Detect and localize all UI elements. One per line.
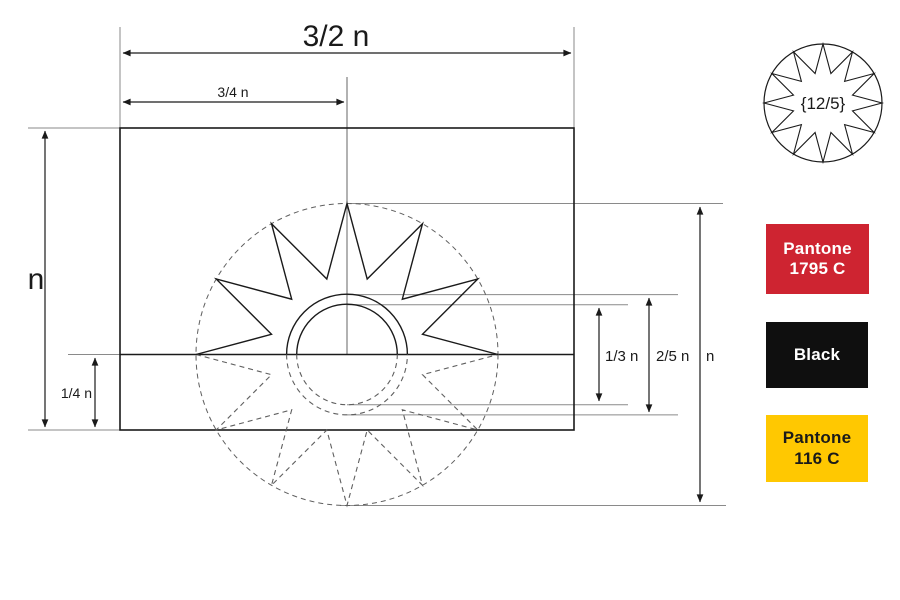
label-right-outer: 2/5 n <box>656 348 689 365</box>
swatch-label: Pantone <box>783 238 852 258</box>
color-swatch-pantone-116c: Pantone 116 C <box>766 415 868 482</box>
swatch-label: Black <box>793 344 841 364</box>
swatch-label: Pantone <box>782 428 852 448</box>
sun-construction <box>195 200 499 508</box>
label-right-inner: 1/3 n <box>605 348 638 365</box>
sun-inner-disc-lower-dashed <box>296 354 398 406</box>
color-swatch-black: Black <box>766 322 868 388</box>
swatch-label: 116 C <box>794 448 840 468</box>
label-left-bottom: 1/4 n <box>61 385 92 401</box>
label-left-height: n <box>28 263 45 296</box>
badge-label: {12/5} <box>801 94 846 113</box>
flag-outline <box>119 127 575 431</box>
extension-lines <box>28 27 726 506</box>
swatch-label: 1795 C <box>789 259 846 278</box>
color-swatch-pantone-1795c: Pantone 1795 C <box>766 224 869 294</box>
dimension-arrows <box>41 49 704 503</box>
sun-outer-disc-upper <box>285 293 409 355</box>
star-polygon-badge: {12/5} <box>761 41 885 165</box>
sun-upper-star <box>195 200 499 356</box>
label-top-width: 3/2 n <box>303 20 370 53</box>
sun-inner-disc-upper <box>296 303 398 355</box>
label-top-partial: 3/4 n <box>217 84 248 100</box>
sun-lower-star-dashed <box>195 353 499 508</box>
label-right-full: n <box>706 348 714 365</box>
badge-star-icon <box>761 41 885 165</box>
sun-outer-disc-lower-dashed <box>286 354 408 416</box>
